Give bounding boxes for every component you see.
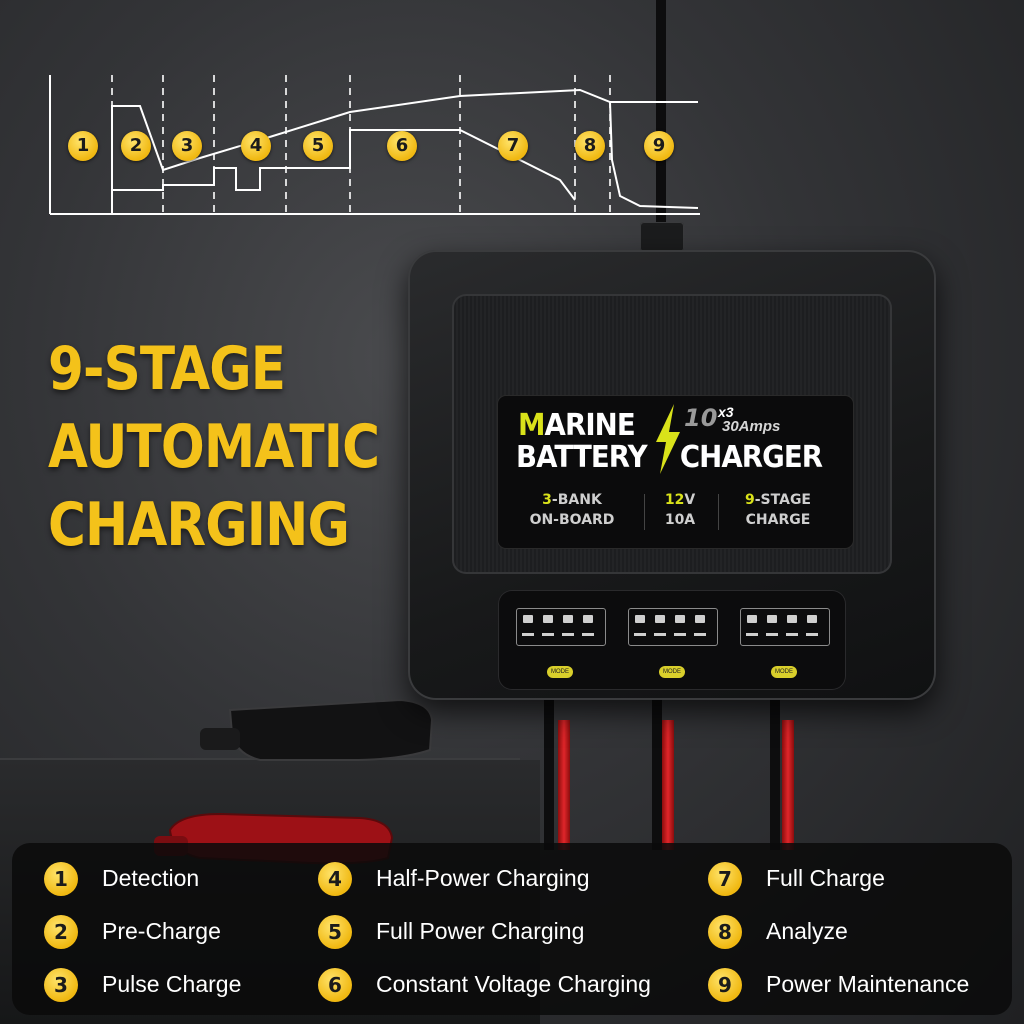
legend-badge: 7 xyxy=(708,862,742,896)
legend-badge: 5 xyxy=(318,915,352,949)
legend-label: Power Maintenance xyxy=(766,971,970,997)
legend-label: Half-Power Charging xyxy=(376,865,590,891)
spec-stage-line2: CHARGE xyxy=(745,512,811,528)
legend-badge: 6 xyxy=(318,968,352,1002)
label-title-charger: CHARGER xyxy=(679,440,823,475)
headline-line-3: CHARGING xyxy=(48,490,350,560)
graph-stage-badge-5: 5 xyxy=(303,131,333,161)
output-cable-black xyxy=(770,700,780,850)
legend-label: Constant Voltage Charging xyxy=(376,971,651,997)
stage-legend: 1 Detection 2 Pre-Charge 3 Pulse Charge … xyxy=(12,843,1012,1015)
output-cable-red-1 xyxy=(558,720,570,850)
label-title-marine-initial: M xyxy=(518,408,545,443)
float-trace xyxy=(609,101,699,209)
power-cable xyxy=(656,0,666,240)
output-cable-black xyxy=(652,700,662,850)
legend-label: Pulse Charge xyxy=(102,971,242,997)
legend-label: Pre-Charge xyxy=(102,918,221,944)
graph-stage-badge-9: 9 xyxy=(644,131,674,161)
spec-divider xyxy=(718,494,719,530)
charger-device: MARINE 10 x3 30Amps BATTERY CHARGER 3-BAN… xyxy=(408,250,936,700)
graph-stage-badge-2: 2 xyxy=(121,131,151,161)
graph-stage-badge-7: 7 xyxy=(498,131,528,161)
legend-label: Detection xyxy=(102,865,200,891)
legend-badge: 2 xyxy=(44,915,78,949)
graph-stage-badge-6: 6 xyxy=(387,131,417,161)
spec-bank-accent: 3 xyxy=(542,492,552,508)
spec-voltage-line2: 10A xyxy=(664,512,696,528)
bank-2-indicators xyxy=(628,608,718,646)
graph-stage-badge-1: 1 xyxy=(68,131,98,161)
spec-voltage-line1: V xyxy=(684,492,696,508)
label-title-battery: BATTERY xyxy=(516,440,648,475)
spec-bank-line1: -BANK xyxy=(551,492,602,508)
legend-badge: 3 xyxy=(44,968,78,1002)
charging-curve-graph xyxy=(49,75,700,215)
spec-stage-line1: -STAGE xyxy=(754,492,811,508)
legend-badge: 9 xyxy=(708,968,742,1002)
current-trace xyxy=(111,129,576,214)
power-cable-connector xyxy=(640,222,684,252)
graph-stage-badge-3: 3 xyxy=(172,131,202,161)
bank-2-mode-button[interactable]: MODE xyxy=(659,666,685,678)
bank-1-indicators xyxy=(516,608,606,646)
legend-label: Full Power Charging xyxy=(376,918,585,944)
legend-badge: 4 xyxy=(318,862,352,896)
graph-stage-badge-4: 4 xyxy=(241,131,271,161)
output-cable-red-2 xyxy=(662,720,674,850)
bank-1-mode-button[interactable]: MODE xyxy=(547,666,573,678)
spec-stage: 9-STAGE CHARGE xyxy=(720,490,836,530)
headline-line-2: AUTOMATIC xyxy=(48,412,380,482)
product-label-panel: MARINE 10 x3 30Amps BATTERY CHARGER 3-BAN… xyxy=(498,396,853,548)
black-clamp xyxy=(228,698,434,761)
headline-line-1: 9-STAGE xyxy=(48,334,286,404)
spec-bank: 3-BANK ON-BOARD xyxy=(512,490,632,530)
legend-label: Analyze xyxy=(766,918,848,944)
bank-3-indicators xyxy=(740,608,830,646)
label-multiplier: x3 xyxy=(718,404,734,420)
bank-3-mode-button[interactable]: MODE xyxy=(771,666,797,678)
spec-bank-line2: ON-BOARD xyxy=(529,512,615,528)
spec-stage-accent: 9 xyxy=(745,492,755,508)
black-clamp-boot xyxy=(200,728,240,750)
legend-badge: 8 xyxy=(708,915,742,949)
label-total-amps: 30Amps xyxy=(722,418,781,435)
output-cable-black xyxy=(544,700,554,850)
legend-label: Full Charge xyxy=(766,865,885,891)
graph-stage-badge-8: 8 xyxy=(575,131,605,161)
label-title-marine-rest: ARINE xyxy=(544,408,636,443)
label-current-value: 10 xyxy=(684,404,718,432)
label-title-line2: BATTERY CHARGER xyxy=(516,440,823,475)
label-title-marine: MARINE xyxy=(518,408,636,443)
spec-voltage: 12V 10A xyxy=(648,490,712,530)
spec-voltage-accent: 12 xyxy=(664,492,685,508)
headline: 9-STAGE AUTOMATIC CHARGING xyxy=(48,330,380,564)
legend-badge: 1 xyxy=(44,862,78,896)
spec-divider xyxy=(644,494,645,530)
led-status-strip: MODE MODE MODE xyxy=(498,590,846,690)
lightning-bolt-icon xyxy=(656,404,680,474)
output-cable-red-3 xyxy=(782,720,794,850)
